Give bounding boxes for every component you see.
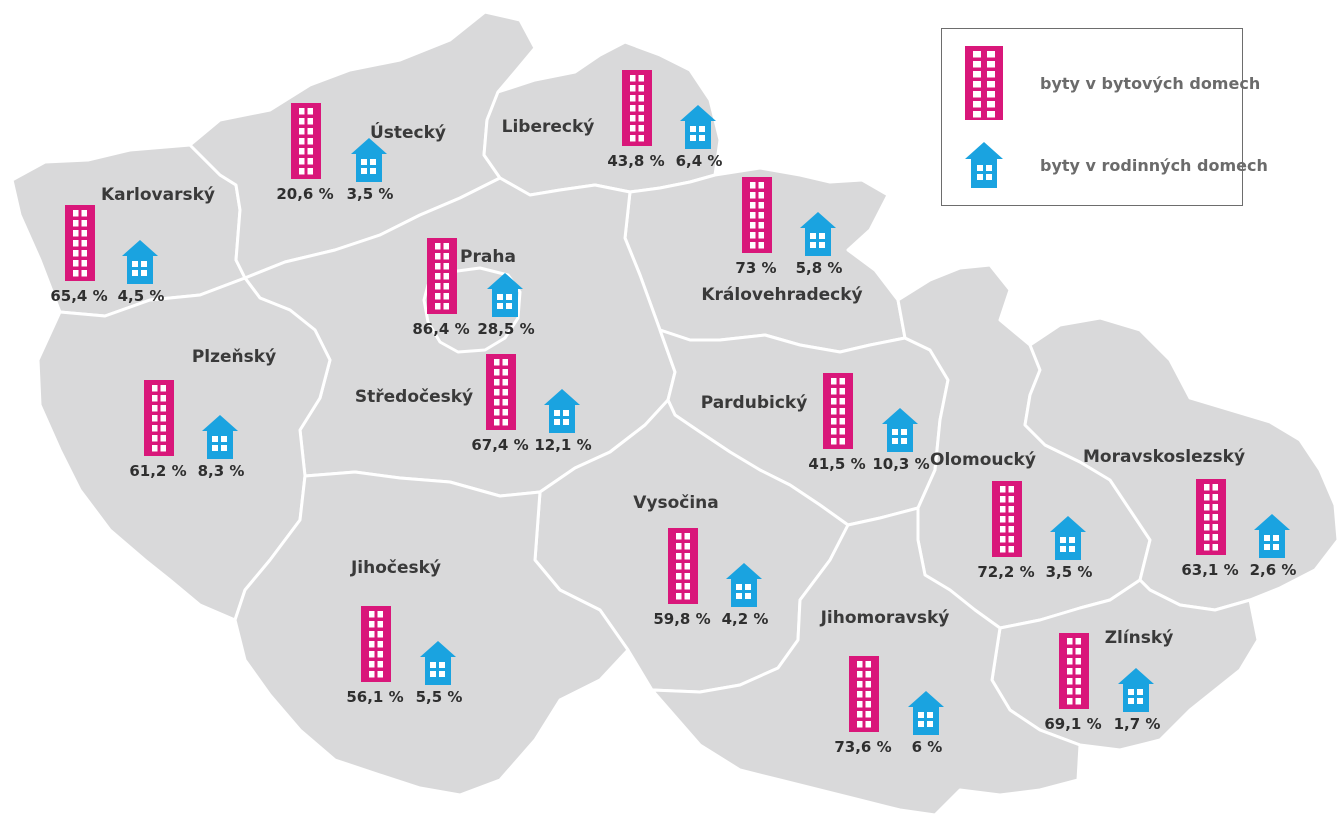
apartment-building-icon bbox=[742, 177, 772, 253]
region-shapes bbox=[10, 10, 1340, 817]
apartment-building-icon bbox=[361, 606, 391, 682]
house-share-label: 2,6 % bbox=[1250, 561, 1297, 579]
region-name: Moravskoslezský bbox=[1083, 447, 1245, 467]
house-share-label: 8,3 % bbox=[198, 462, 245, 480]
apartment-building-icon bbox=[486, 354, 516, 430]
region-marker: Vysočina 59,8 % 4,2 % bbox=[633, 493, 768, 628]
apartment-share-label: 73 % bbox=[735, 259, 776, 277]
region-name: Vysočina bbox=[633, 493, 719, 513]
apartment-building-icon bbox=[668, 528, 698, 604]
region-name: Pardubický bbox=[701, 393, 808, 413]
region-name: Ústecký bbox=[370, 121, 446, 143]
apartment-share-label: 73,6 % bbox=[834, 738, 891, 756]
house-share-label: 28,5 % bbox=[477, 320, 534, 338]
region-marker: Olomoucký 72,2 % 3,5 % bbox=[930, 450, 1092, 581]
family-house-icon bbox=[800, 212, 836, 256]
region-marker: Plzeňský 61,2 % 8,3 % bbox=[129, 347, 276, 480]
house-share-label: 6,4 % bbox=[676, 152, 723, 170]
apartment-building-icon bbox=[622, 70, 652, 146]
region-marker: Středočeský 67,4 % 12,1 % bbox=[355, 354, 592, 454]
region-name: Olomoucký bbox=[930, 450, 1036, 470]
region-overlays: Karlovarský 65,4 % 4,5 % Ústecký 20,6 % 3,5 %… bbox=[50, 70, 1296, 756]
apartment-share-label: 59,8 % bbox=[653, 610, 710, 628]
family-house-icon bbox=[544, 389, 580, 433]
apartment-building-icon bbox=[65, 205, 95, 281]
family-house-icon bbox=[726, 563, 762, 607]
apartment-share-label: 56,1 % bbox=[346, 688, 403, 706]
family-house-icon bbox=[680, 105, 716, 149]
apartment-building-icon bbox=[1059, 633, 1089, 709]
legend: byty v bytových domech byty v rodinných … bbox=[941, 28, 1268, 206]
house-share-label: 3,5 % bbox=[347, 185, 394, 203]
house-share-label: 3,5 % bbox=[1046, 563, 1093, 581]
family-house-icon bbox=[882, 408, 918, 452]
apartment-share-label: 86,4 % bbox=[412, 320, 469, 338]
region-marker: Liberecký 43,8 % 6,4 % bbox=[502, 70, 723, 170]
region-shape-jihocesky bbox=[233, 470, 630, 797]
family-house-icon bbox=[965, 142, 1003, 188]
apartment-building-icon bbox=[427, 238, 457, 314]
apartment-share-label: 41,5 % bbox=[808, 455, 865, 473]
region-marker: Moravskoslezský 63,1 % 2,6 % bbox=[1083, 447, 1296, 579]
region-name: Karlovarský bbox=[101, 185, 215, 205]
apartment-share-label: 43,8 % bbox=[607, 152, 664, 170]
region-marker: Zlínský 69,1 % 1,7 % bbox=[1044, 628, 1173, 733]
region-marker: Jihomoravský 73,6 % 6 % bbox=[820, 608, 950, 756]
apartment-building-icon bbox=[291, 103, 321, 179]
region-marker: Karlovarský 65,4 % 4,5 % bbox=[50, 185, 215, 305]
apartment-share-label: 65,4 % bbox=[50, 287, 107, 305]
family-house-icon bbox=[122, 240, 158, 284]
region-marker: Praha 86,4 % 28,5 % bbox=[412, 238, 535, 338]
house-share-label: 5,8 % bbox=[796, 259, 843, 277]
house-share-label: 1,7 % bbox=[1114, 715, 1161, 733]
apartment-building-icon bbox=[849, 656, 879, 732]
family-house-icon bbox=[908, 691, 944, 735]
house-share-label: 4,2 % bbox=[722, 610, 769, 628]
family-house-icon bbox=[202, 415, 238, 459]
apartment-building-icon bbox=[823, 373, 853, 449]
house-share-label: 4,5 % bbox=[118, 287, 165, 305]
family-house-icon bbox=[351, 138, 387, 182]
apartment-share-label: 61,2 % bbox=[129, 462, 186, 480]
region-marker: Ústecký 20,6 % 3,5 % bbox=[276, 103, 446, 203]
apartment-building-icon bbox=[965, 46, 1003, 120]
region-name: Jihočeský bbox=[350, 558, 441, 578]
family-house-icon bbox=[1050, 516, 1086, 560]
region-marker: Jihočeský 56,1 % 5,5 % bbox=[346, 558, 462, 706]
region-marker: Královehradecký 73 % 5,8 % bbox=[701, 177, 863, 305]
apartment-share-label: 63,1 % bbox=[1181, 561, 1238, 579]
apartment-share-label: 72,2 % bbox=[977, 563, 1034, 581]
house-share-label: 5,5 % bbox=[416, 688, 463, 706]
apartment-building-icon bbox=[992, 481, 1022, 557]
house-share-label: 10,3 % bbox=[872, 455, 929, 473]
legend-houses-label: byty v rodinných domech bbox=[1040, 155, 1268, 175]
apartment-building-icon bbox=[1196, 479, 1226, 555]
family-house-icon bbox=[420, 641, 456, 685]
family-house-icon bbox=[487, 273, 523, 317]
apartment-share-label: 67,4 % bbox=[471, 436, 528, 454]
apartment-share-label: 69,1 % bbox=[1044, 715, 1101, 733]
region-name: Liberecký bbox=[502, 117, 595, 137]
region-name: Plzeňský bbox=[192, 347, 276, 367]
region-marker: Pardubický 41,5 % 10,3 % bbox=[701, 373, 930, 473]
apartment-share-label: 20,6 % bbox=[276, 185, 333, 203]
family-house-icon bbox=[1254, 514, 1290, 558]
region-name: Královehradecký bbox=[701, 285, 862, 305]
house-share-label: 12,1 % bbox=[534, 436, 591, 454]
region-name: Praha bbox=[460, 247, 516, 267]
legend-apartments: byty v bytových domech bbox=[964, 45, 1260, 121]
legend-apartments-label: byty v bytových domech bbox=[1040, 73, 1261, 93]
region-name: Jihomoravský bbox=[820, 608, 950, 628]
legend-houses: byty v rodinných domech bbox=[964, 141, 1268, 189]
family-house-icon bbox=[1118, 668, 1154, 712]
house-share-label: 6 % bbox=[912, 738, 943, 756]
region-name: Středočeský bbox=[355, 387, 473, 407]
region-name: Zlínský bbox=[1105, 628, 1174, 648]
apartment-building-icon bbox=[144, 380, 174, 456]
